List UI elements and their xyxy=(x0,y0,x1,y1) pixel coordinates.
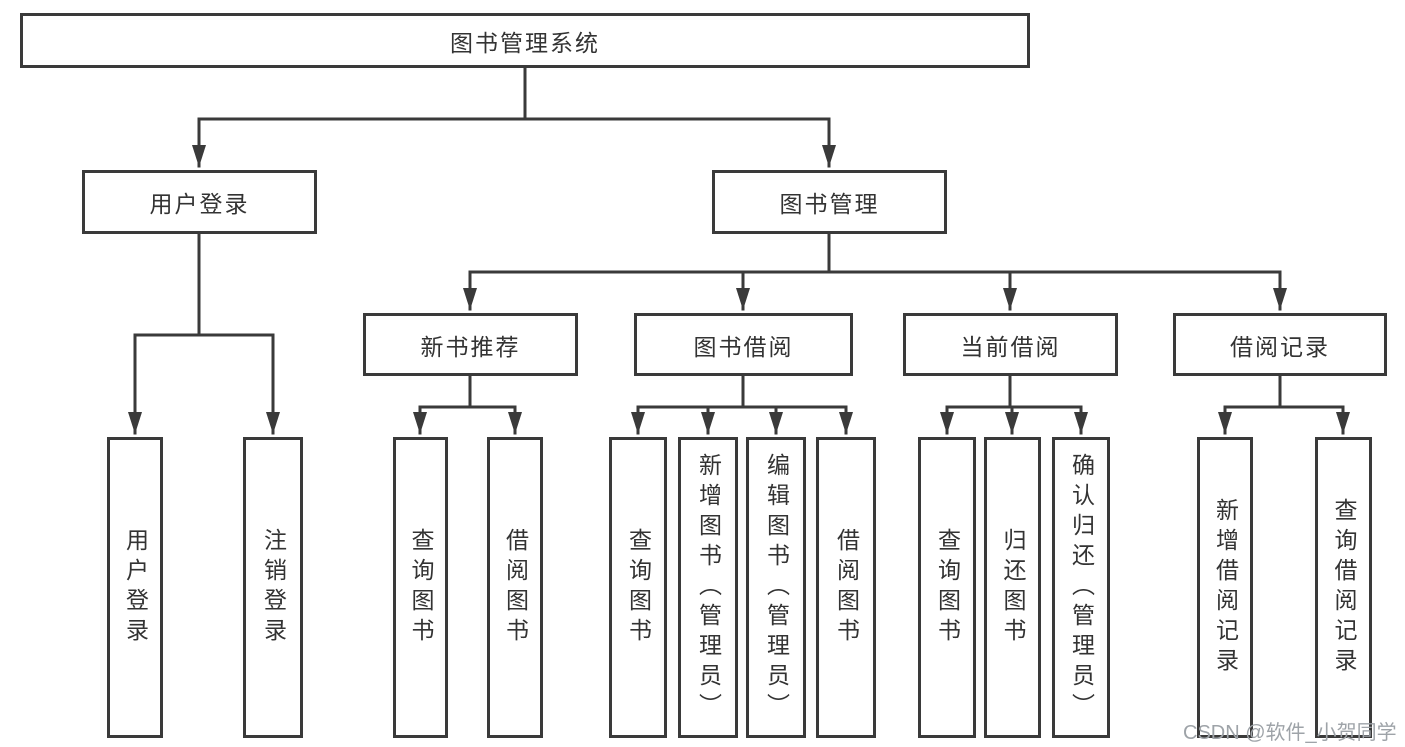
leaf-label: 查询借阅记录 xyxy=(1331,497,1357,678)
leaf-label: 用户登录 xyxy=(122,527,149,648)
node-label: 图书管理 xyxy=(779,191,880,217)
node-book-management: 图书管理 xyxy=(712,170,947,234)
leaf-label: 编辑图书（管理员） xyxy=(763,452,790,723)
leaf-user-login: 用户登录 xyxy=(107,437,163,738)
leaf-label: 注销登录 xyxy=(260,527,287,648)
node-borrow-records: 借阅记录 xyxy=(1173,313,1387,376)
connector-root-branch xyxy=(192,65,836,168)
leaf-label: 借阅图书 xyxy=(833,527,860,648)
connector-book-management-branch xyxy=(463,232,1287,311)
leaf-query-books-recommend: 查询图书 xyxy=(393,437,448,738)
node-library-management-system: 图书管理系统 xyxy=(20,13,1030,68)
leaf-query-borrow-record: 查询借阅记录 xyxy=(1315,437,1372,738)
leaf-label: 查询图书 xyxy=(934,527,961,648)
node-label: 图书借阅 xyxy=(693,333,794,360)
leaf-return-books: 归还图书 xyxy=(984,437,1041,738)
watermark: CSDN @软件_小贺同学 xyxy=(1183,722,1397,744)
leaf-confirm-return-admin: 确认归还（管理员） xyxy=(1052,437,1110,738)
leaf-logout: 注销登录 xyxy=(243,437,303,738)
leaf-edit-book-admin: 编辑图书（管理员） xyxy=(746,437,806,738)
connector-user-login-branch xyxy=(128,232,280,435)
leaf-borrow-books: 借阅图书 xyxy=(816,437,876,738)
node-new-book-recommend: 新书推荐 xyxy=(363,313,578,376)
connector-borrow-records-branch xyxy=(1218,374,1350,435)
node-label: 新书推荐 xyxy=(420,333,521,360)
leaf-query-books-current: 查询图书 xyxy=(918,437,976,738)
leaf-label: 确认归还（管理员） xyxy=(1068,452,1095,723)
leaf-add-book-admin: 新增图书（管理员） xyxy=(678,437,738,738)
leaf-label: 借阅图书 xyxy=(502,527,529,648)
node-label: 图书管理系统 xyxy=(450,29,600,56)
connector-book-borrow-branch xyxy=(631,374,853,435)
leaf-label: 新增借阅记录 xyxy=(1212,497,1239,678)
node-current-borrow: 当前借阅 xyxy=(903,313,1118,376)
node-label: 当前借阅 xyxy=(960,333,1061,360)
leaf-label: 查询图书 xyxy=(408,527,434,648)
leaf-borrow-books-recommend: 借阅图书 xyxy=(487,437,543,738)
node-label: 借阅记录 xyxy=(1230,333,1330,360)
leaf-add-borrow-record: 新增借阅记录 xyxy=(1197,437,1253,738)
node-book-borrow: 图书借阅 xyxy=(634,313,853,376)
leaf-label: 查询图书 xyxy=(625,527,652,648)
leaf-label: 归还图书 xyxy=(1000,527,1026,648)
connector-current-borrow-branch xyxy=(940,374,1088,435)
leaf-query-books-borrow: 查询图书 xyxy=(609,437,667,738)
node-label: 用户登录 xyxy=(149,191,250,217)
node-user-login: 用户登录 xyxy=(82,170,317,234)
connector-new-book-recommend-branch xyxy=(413,374,522,435)
leaf-label: 新增图书（管理员） xyxy=(695,452,722,723)
